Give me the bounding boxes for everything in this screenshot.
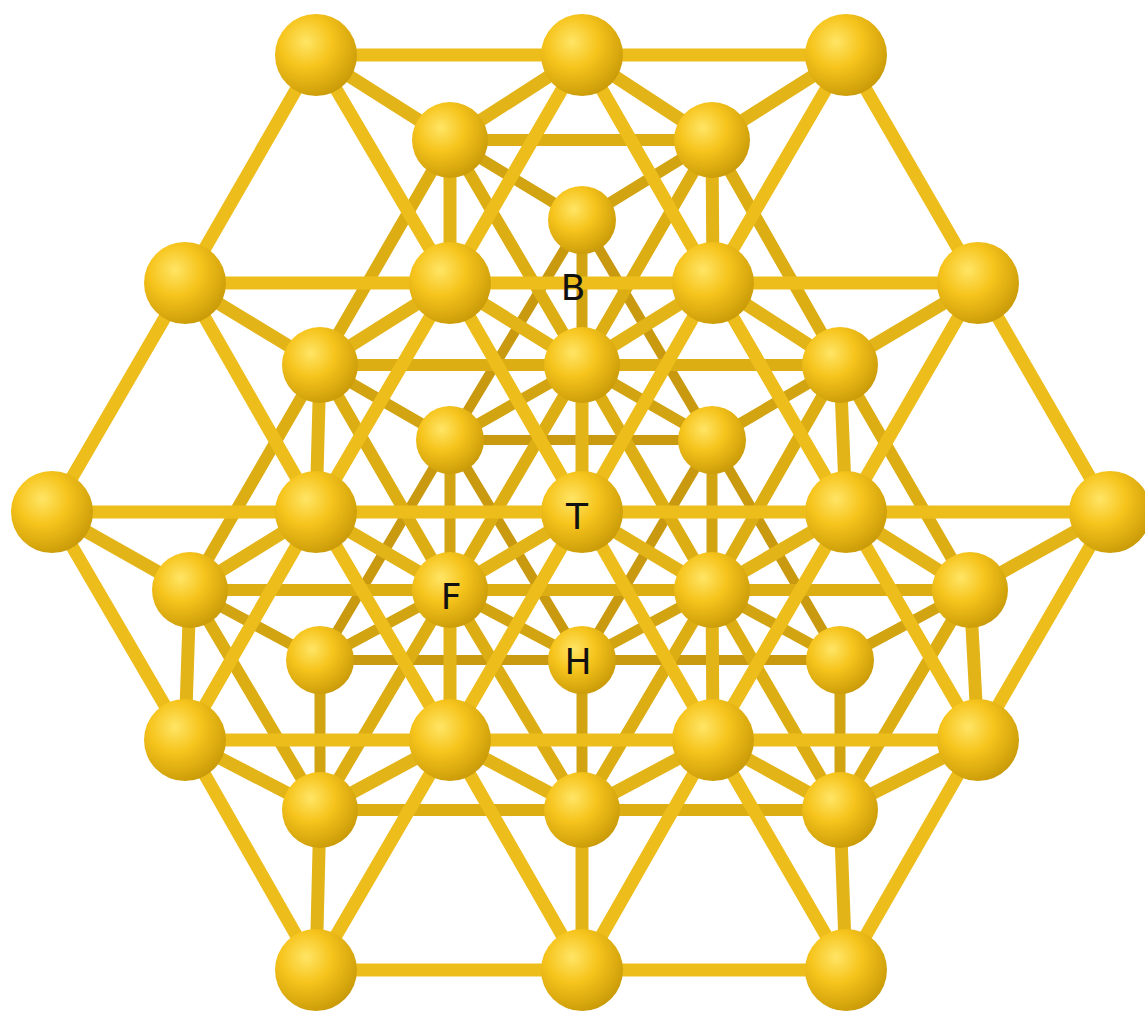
atom bbox=[282, 327, 358, 403]
bond bbox=[320, 359, 582, 371]
atom bbox=[152, 552, 228, 628]
atom bbox=[412, 102, 488, 178]
atom bbox=[541, 471, 623, 553]
bond bbox=[712, 584, 970, 596]
site-label: F bbox=[441, 579, 462, 615]
atom bbox=[144, 699, 226, 781]
atom bbox=[674, 102, 750, 178]
bond bbox=[582, 804, 840, 816]
atom bbox=[541, 929, 623, 1011]
site-label: T bbox=[566, 499, 588, 535]
atom bbox=[805, 929, 887, 1011]
atom bbox=[282, 772, 358, 848]
atom bbox=[548, 626, 616, 694]
atom bbox=[678, 406, 746, 474]
atom bbox=[541, 14, 623, 96]
site-label: B bbox=[561, 270, 586, 306]
atom bbox=[275, 471, 357, 553]
atom bbox=[1069, 471, 1145, 553]
atom bbox=[672, 699, 754, 781]
bond bbox=[320, 804, 582, 816]
atom bbox=[416, 406, 484, 474]
atom bbox=[409, 242, 491, 324]
atom bbox=[275, 14, 357, 96]
atom bbox=[11, 471, 93, 553]
bond bbox=[582, 359, 840, 371]
atom bbox=[805, 14, 887, 96]
atom bbox=[937, 699, 1019, 781]
atom bbox=[548, 186, 616, 254]
atom bbox=[412, 552, 488, 628]
bond bbox=[450, 134, 712, 146]
atom bbox=[544, 772, 620, 848]
atom bbox=[674, 552, 750, 628]
atom bbox=[144, 242, 226, 324]
site-label: H bbox=[564, 644, 591, 680]
atom bbox=[806, 626, 874, 694]
bond bbox=[450, 584, 712, 596]
atom bbox=[802, 772, 878, 848]
atom bbox=[286, 626, 354, 694]
atom bbox=[275, 929, 357, 1011]
atom bbox=[802, 327, 878, 403]
atom bbox=[805, 471, 887, 553]
atom bbox=[672, 242, 754, 324]
atom bbox=[932, 552, 1008, 628]
atom bbox=[409, 699, 491, 781]
bond bbox=[190, 584, 450, 596]
atom bbox=[544, 327, 620, 403]
atom bbox=[937, 242, 1019, 324]
